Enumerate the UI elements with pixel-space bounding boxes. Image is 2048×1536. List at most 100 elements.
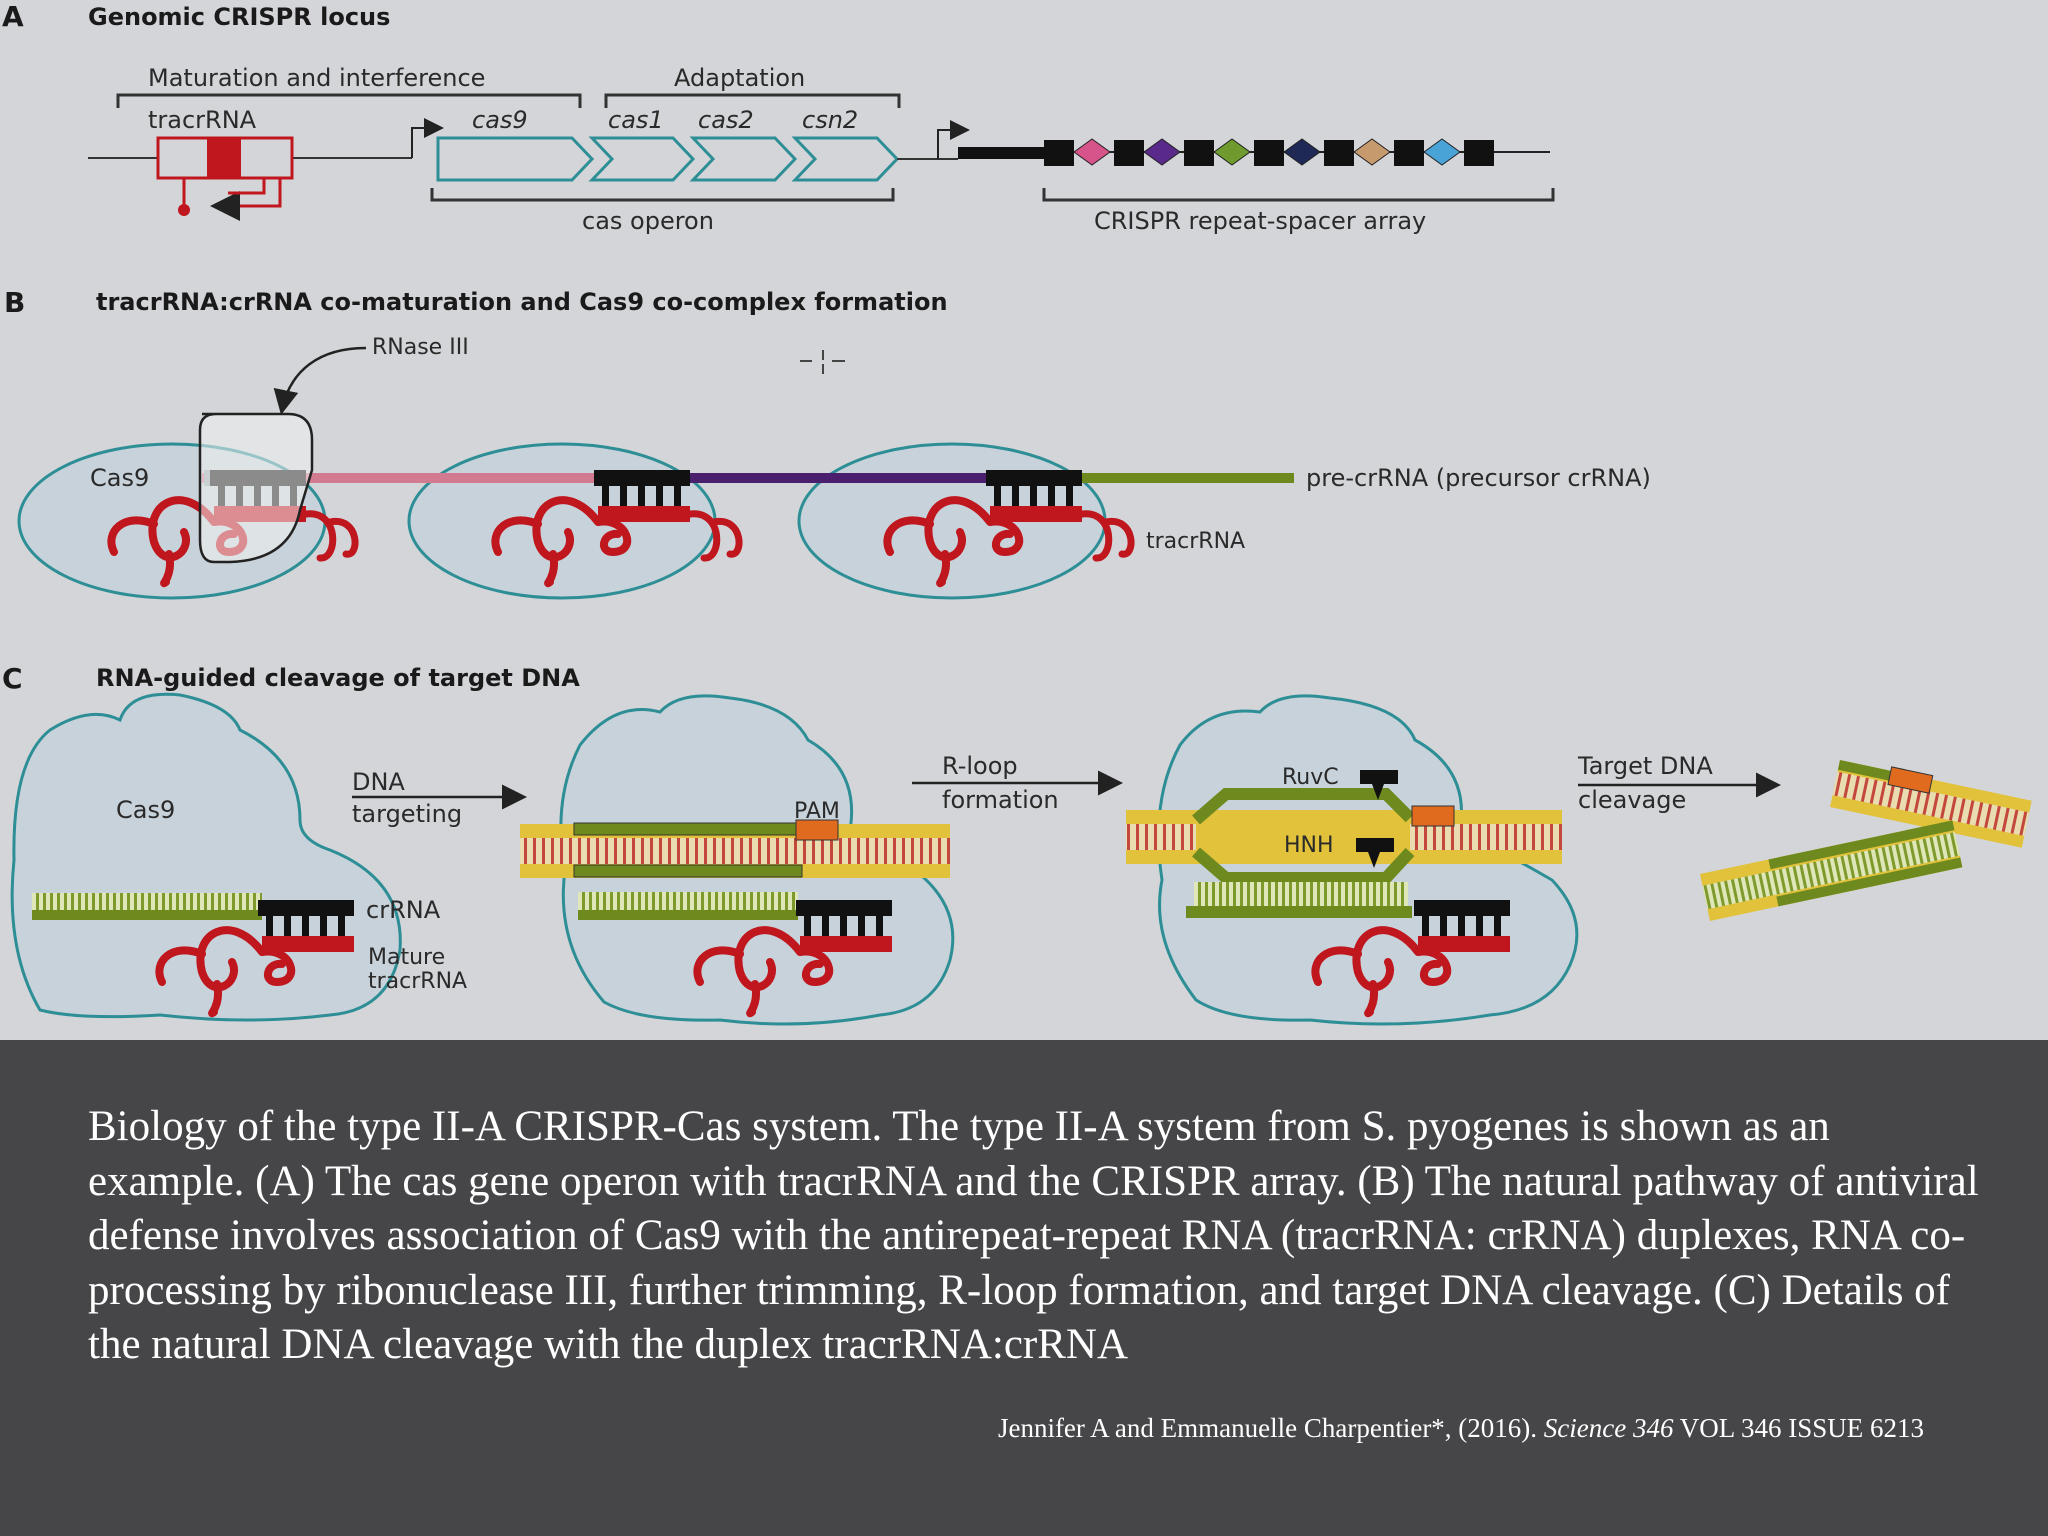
maturation-bracket [116,93,582,108]
c3-repeat-tooth [1422,916,1429,936]
c1-repeat-tooth [266,916,273,936]
b1-tracrrna-tail [302,510,359,562]
cas-operon-label: cas operon [582,207,714,235]
crispr-diagram-svg: A Genomic CRISPR locus Maturation and in… [2,0,2032,1026]
b2-repeat-tooth [656,486,663,506]
c3-repeat-tooth [1440,916,1447,936]
array-repeat [1464,140,1494,166]
array-repeat [1394,140,1424,166]
c1-repeat-tooth [284,916,291,936]
tracr-transcript-3 [228,178,266,195]
c1-repeat-tooth [320,916,327,936]
array-repeat [1184,140,1214,166]
ruvc-label: RuvC [1282,765,1339,790]
tracrrna-label-b: tracrRNA [1146,529,1245,554]
panel-b-letter: B [4,286,25,319]
cas-operon-genes [436,136,900,182]
precrrna-purple-segment [594,473,986,483]
cas2-gene-label: cas2 [698,106,754,134]
panel-a-title: Genomic CRISPR locus [88,3,390,31]
target-dna-basepairs-3a [1126,824,1196,850]
rloop-pairing-3 [1194,882,1408,908]
target-dna-basepairs-3b [1410,824,1562,850]
rloop-line1: R-loop [942,752,1018,780]
c1-tracrrna [155,926,296,1018]
c3-repeat [1414,900,1510,916]
mature-label-line1: Mature [368,945,445,970]
target-strand-bottom-2 [573,864,803,878]
tracr-transcript-2 [210,178,282,221]
target-strand-top-2 [573,822,803,836]
array-spacer [1353,138,1391,166]
tracrrna-repeat-units [155,900,1510,1018]
crispr-array-label: CRISPR repeat-spacer array [1094,207,1426,235]
b3-repeat-tooth [1030,486,1037,506]
tracrrna-gene-core [207,138,241,178]
rnase-iii-arrow [273,346,367,415]
b2-repeat-tooth [602,486,609,506]
cas1-gene-label: cas1 [608,106,664,134]
rloop-line2: formation [942,786,1059,814]
mature-label-line2: tracrRNA [368,969,467,994]
figure-caption: Biology of the type II-A CRISPR-Cas syst… [88,1103,1979,1368]
c2-repeat-tooth [822,916,829,936]
b2-tracrrna [491,496,632,588]
hnh-label: HNH [1284,833,1334,858]
b3-tracrrna-tail [1078,510,1135,562]
pam-label: PAM [794,799,840,824]
panel-c-letter: C [2,662,23,695]
leader-sequence [958,147,1044,159]
guide-ticks-2 [578,892,798,910]
array-spacer [1143,138,1181,166]
target-dna-basepairs-2 [520,838,950,864]
b2-repeat-tooth [620,486,627,506]
panel-c: C RNA-guided cleavage of target DNA Cas9… [2,662,2032,1026]
b1-tracrrna [107,496,248,588]
dna-targeting-line2: targeting [352,800,462,828]
b2-repeat [594,470,690,486]
rnase-iii-enzyme [198,412,314,564]
c3-repeat-tooth [1476,916,1483,936]
cas9-label-c: Cas9 [116,796,175,824]
c2-repeat-tooth [840,916,847,936]
cas9-gene [436,136,595,182]
array-spacer [1283,138,1321,166]
crrna-strand-3 [1186,906,1412,918]
crrna-strand-1 [32,910,262,920]
array-spacer [1073,138,1111,166]
b3-repeat-tooth [1066,486,1073,506]
citation-journal: Science 346 [1543,1413,1674,1443]
c1-repeat-tooth [302,916,309,936]
b3-repeat-tooth [994,486,1001,506]
array-repeat [1324,140,1354,166]
cleaved-fragment-1 [1830,760,2032,848]
c2-repeat [796,900,892,916]
b2-tracrrna-tail [686,510,743,562]
citation-authors: Jennifer A and Emmanuelle Charpentier*, … [997,1413,1544,1443]
crrna-strand-2 [578,910,798,920]
b3-repeat-tooth [1012,486,1019,506]
cas9-promoter-arrow [411,118,444,158]
crrna-label: crRNA [366,896,441,924]
displaced-strand [1192,788,1415,825]
array-bracket [1042,188,1555,202]
citation: Jennifer A and Emmanuelle Charpentier*, … [998,1413,1924,1444]
citation-issue: VOL 346 ISSUE 6213 [1673,1413,1924,1443]
b3-tracrrna [883,496,1024,588]
rnase-iii-label: RNase III [372,335,469,360]
c2-repeat-tooth [858,916,865,936]
precrrna-label: pre-crRNA (precursor crRNA) [1306,464,1651,492]
dna-targeting-line1: DNA [352,768,405,796]
cleaved-fragment-2 [1700,820,1963,921]
cleavage-line1: Target DNA [1577,752,1713,780]
cas-operon-bracket [430,188,895,202]
tracrrna-gene-label: tracrRNA [148,106,257,134]
array-repeat [1254,140,1284,166]
pam-site-3 [1411,805,1455,827]
precrrna-green-segment [986,473,1294,483]
cas9-gene-label: cas9 [472,106,528,134]
array-spacer [1213,138,1251,166]
panel-b: B tracrRNA:crRNA co-maturation and Cas9 … [4,286,1651,600]
cas9-blob-1 [10,692,402,1022]
panel-c-title: RNA-guided cleavage of target DNA [96,664,580,692]
